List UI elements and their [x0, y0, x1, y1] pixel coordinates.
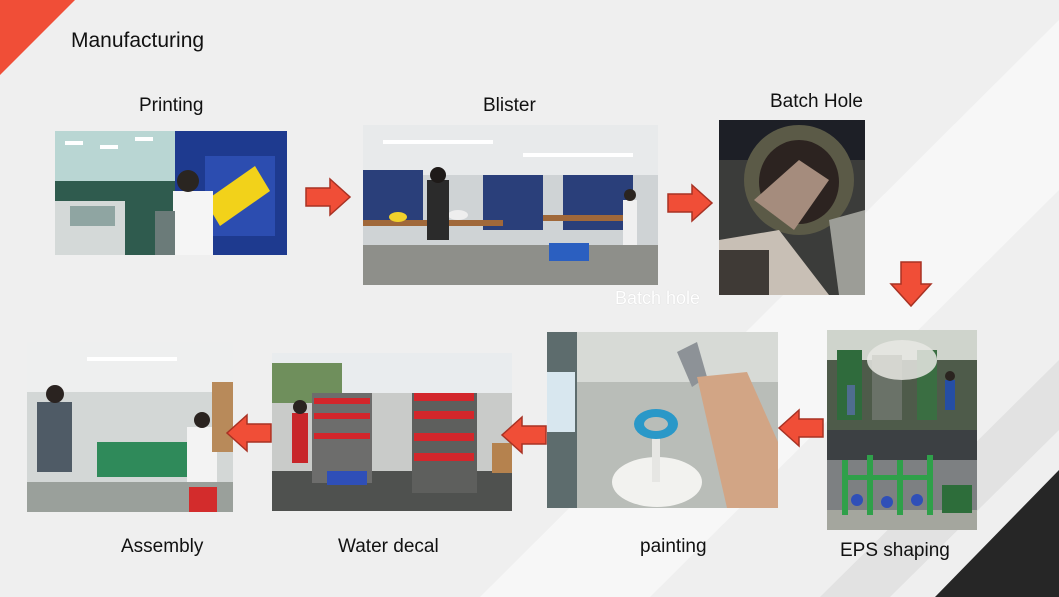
batch-hole-overlay-text: Batch hole [615, 288, 701, 308]
arrow-left-icon [500, 414, 548, 456]
step-label-eps-shaping: EPS shaping [840, 540, 950, 561]
water-decal-photo [272, 353, 512, 511]
assembly-photo [27, 342, 233, 512]
step-label-assembly: Assembly [121, 536, 204, 557]
arrow-left-icon [777, 407, 825, 449]
painting-photo [547, 332, 778, 508]
arrow-right-icon [666, 182, 714, 224]
eps-shaping-photo-bottom [827, 430, 977, 530]
step-label-water-decal: Water decal [338, 536, 439, 557]
arrow-right-icon [304, 176, 352, 218]
arrow-left-icon [225, 412, 273, 454]
printing-photo [55, 131, 287, 255]
blister-photo [363, 125, 658, 285]
batch-hole-photo [719, 120, 865, 295]
step-label-printing: Printing [139, 95, 204, 116]
arrow-down-icon [889, 260, 933, 308]
slide-title: Manufacturing [71, 29, 205, 52]
step-label-blister: Blister [483, 95, 536, 116]
step-label-painting: painting [640, 536, 707, 557]
eps-shaping-photo-top [827, 330, 977, 430]
step-label-batch-hole: Batch Hole [770, 91, 863, 112]
